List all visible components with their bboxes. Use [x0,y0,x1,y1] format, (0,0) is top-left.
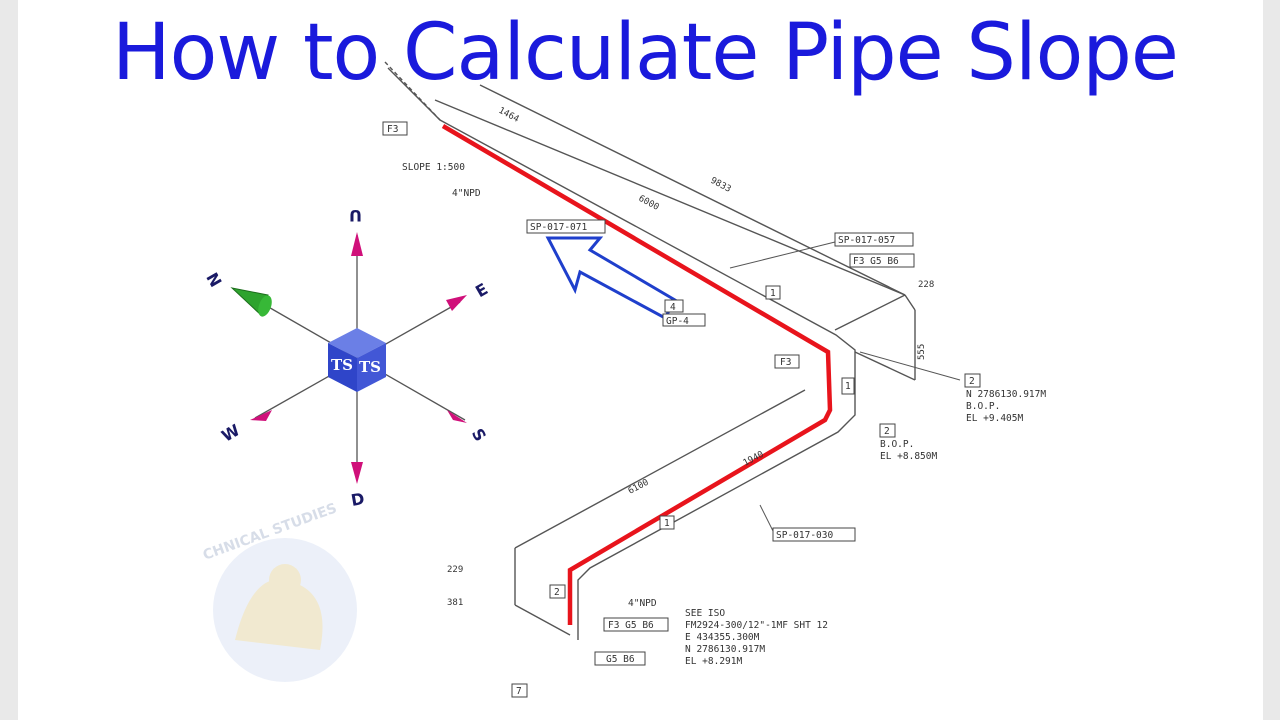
tag-f3-top: F3 [387,124,398,135]
tag-gp4: GP-4 [666,316,689,327]
compass-cube: TS TS [328,328,386,392]
tag-box2-c: 2 [554,587,560,598]
cube-text-left: TS [331,356,353,374]
tag-boxes [382,121,981,698]
dim-228: 228 [918,280,934,290]
note-el-bottom: EL +8.291M [685,656,742,667]
drawing-sheet [18,0,1263,720]
east-label: E [472,279,491,301]
tag-box1-top: 1 [770,288,776,299]
note-el-top: EL +9.405M [966,413,1023,424]
dim-6000: 6000 [637,194,661,213]
tag-sp030: SP-017-030 [776,530,833,541]
up-label: U [349,206,362,225]
note-bop-top: B.O.P. [966,401,1000,412]
compass-letters: U D E S W N [202,206,491,510]
page-title: How to Calculate Pipe Slope [112,8,1179,98]
note-bop-mid: B.O.P. [880,439,914,450]
tag-f3-mid: F3 [780,357,791,368]
tag-f3g5b6-top: F3 G5 B6 [853,256,899,267]
west-arrow-icon [250,410,272,421]
right-margin [1262,0,1280,720]
dim-1940: 1940 [742,450,766,469]
north-arrow [230,287,272,317]
tag-labels: F3 SLOPE 1:500 4"NPD SP-017-071 SP-017-0… [387,124,975,697]
note-fm: FM2924-300/12"-1MF SHT 12 [685,620,828,631]
dim-229: 229 [447,565,463,575]
tag-g5b6: G5 B6 [606,654,635,665]
tag-sp071: SP-017-071 [530,222,587,233]
left-margin [0,0,18,720]
north-label: N [202,269,225,290]
coordinate-notes: N 2786130.917M B.O.P. EL +9.405M B.O.P. … [685,389,1046,667]
npd-top-label: 4"NPD [452,188,481,199]
tag-sp057: SP-017-057 [838,235,895,246]
tag-box2-a: 2 [969,376,975,387]
watermark: CHNICAL STUDIES [201,500,357,682]
west-label: W [218,420,243,445]
note-e-coord: E 434355.300M [685,632,760,643]
south-label: S [468,425,490,444]
cube-text-right: TS [359,358,381,376]
highlighted-pipe-route [441,124,833,625]
tag-f3g5b6-bottom: F3 G5 B6 [608,620,654,631]
dim-6100: 6100 [627,478,651,497]
down-arrow-icon [351,462,363,484]
tag-box7: 7 [516,686,522,697]
dim-1464: 1464 [497,106,521,125]
dim-555: 555 [917,344,927,360]
tag-box1-vert: 1 [845,381,851,392]
note-el-mid: EL +8.850M [880,451,937,462]
npd-bottom-label: 4"NPD [628,598,657,609]
dim-381: 381 [447,598,463,608]
note-n-coord-bottom: N 2786130.917M [685,644,765,655]
down-label: D [350,489,366,510]
pipe-centerline [387,67,856,640]
note-n-coord-top: N 2786130.917M [966,389,1046,400]
slope-label: SLOPE 1:500 [402,162,465,173]
pipe-linework [384,61,961,640]
up-arrow-icon [351,232,363,256]
tag-box1-bottom: 1 [664,518,670,529]
tag-box4: 4 [670,302,676,313]
dimension-labels: 1464 6000 9833 228 555 1940 6100 229 381 [447,106,934,608]
south-arrow-icon [447,410,467,423]
east-arrow-icon [446,295,467,311]
tag-box2-b: 2 [884,426,890,437]
note-see-iso: SEE ISO [685,608,725,619]
dim-9833: 9833 [709,176,733,195]
compass-arrows [250,232,467,484]
